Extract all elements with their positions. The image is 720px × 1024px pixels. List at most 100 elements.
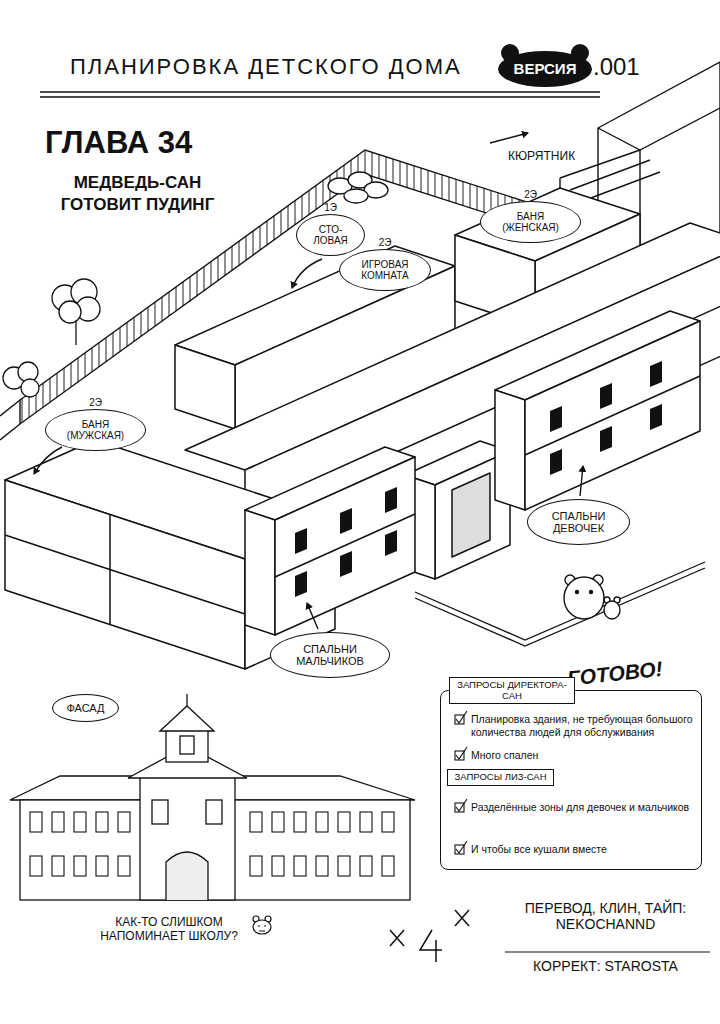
windows-part [385, 487, 397, 513]
bear-doodle [253, 916, 271, 934]
checklist-item: Много спален [471, 749, 693, 762]
bear-doodle-part [253, 920, 271, 934]
title-rule-part [40, 91, 600, 92]
windows-part [340, 508, 352, 534]
section-heading: ЗАПРОСЫ ДИРЕКТОРА-САН [456, 680, 568, 701]
chicken-coop-arrow-part [490, 133, 528, 143]
facade-windows-part [272, 812, 284, 832]
callout-leaders-part [292, 259, 322, 288]
orphanage-building [5, 188, 720, 669]
callout-text: СПАЛЬНИ ДЕВОЧЕК [547, 510, 611, 534]
orphanage-building-part [245, 510, 275, 635]
callout-bubble: СПАЛЬНИ МАЛЬЧИКОВ [270, 632, 390, 678]
section-heading-box: ЗАПРОСЫ ДИРЕКТОРА-САН [449, 677, 575, 704]
floor-number: 2Э [89, 398, 102, 408]
yard-fence-part [0, 400, 20, 440]
front-fence [415, 562, 705, 646]
facade-windows-part [250, 856, 262, 876]
facade-drawing-part [166, 730, 208, 762]
facade-windows-part [52, 856, 64, 876]
requests-panel: Планировка здания, не требующая большого… [440, 690, 702, 870]
facade-windows-part [74, 856, 86, 876]
callout-leaders-part [580, 466, 583, 496]
bears [564, 575, 620, 619]
callout-bubble: ФАСАД [52, 694, 119, 722]
callout-leaders-part [307, 603, 318, 629]
chicken-coop-arrow [490, 133, 528, 143]
floor-number: 1Э [324, 203, 337, 213]
x-marks-part [420, 930, 442, 962]
facade-windows-part [294, 812, 306, 832]
facade-windows-part [338, 812, 350, 832]
facade-windows-part [382, 856, 394, 876]
version-blob-part [498, 51, 592, 87]
facade-drawing-part [186, 694, 187, 706]
chapter-title: МЕДВЕДЬ-САН ГОТОВИТ ПУДИНГ [40, 172, 235, 216]
floor-number: 2Э [524, 190, 537, 200]
credit-rule-part [505, 951, 710, 952]
facade-windows-part [52, 812, 64, 832]
callout-bubble: ИГРОВАЯ КОМНАТА2Э [339, 249, 431, 291]
facade-drawing-part [160, 706, 214, 731]
facade-windows-part [30, 856, 42, 876]
front-fence-part [415, 562, 705, 640]
windows-part [385, 530, 397, 556]
callout-text: БАНЯ (ЖЕНСКАЯ) [500, 211, 562, 233]
background-building-part [598, 108, 720, 150]
orphanage-building-part [452, 473, 490, 557]
facade-drawing-part [206, 800, 222, 824]
bear-doodle-part [258, 926, 266, 931]
facade-windows-part [30, 812, 42, 832]
checklist-item: Разделённые зоны для девочек и мальчиков [471, 801, 693, 814]
facade-windows-part [338, 856, 350, 876]
orphanage-building-part [525, 376, 700, 455]
windows-part [650, 404, 662, 430]
section-heading: ЗАПРОСЫ ЛИЗ-САН [454, 772, 546, 782]
windows-part [295, 528, 307, 554]
front-fence-part [415, 568, 705, 646]
callout-text: ФАСАД [66, 702, 104, 714]
facade-windows-part [360, 856, 372, 876]
windows-part [600, 383, 612, 409]
callout-leaders-part [34, 447, 62, 474]
bears-part [604, 601, 620, 619]
facade-drawing-part [166, 852, 208, 900]
windows-part [295, 571, 307, 597]
chapter-number: ГЛАВА 34 [45, 125, 192, 161]
callout-bubble: БАНЯ (МУЖСКАЯ)2Э [45, 409, 146, 451]
orphanage-building-part [5, 480, 245, 669]
callout-text: БАНЯ (МУЖСКАЯ) [65, 419, 127, 441]
x-marks-part [455, 910, 469, 926]
facade-windows-part [316, 856, 328, 876]
windows-part [550, 449, 562, 475]
orphanage-building-part [525, 321, 700, 510]
x-marks [390, 910, 469, 962]
version-tag: ВЕРСИЯ [499, 60, 591, 77]
windows-part [340, 551, 352, 577]
bears-part [590, 591, 593, 594]
windows [295, 361, 662, 597]
page-title: ПЛАНИРОВКА ДЕТСКОГО ДОМА [70, 54, 462, 79]
facade-drawing-part [140, 772, 235, 900]
done-stamp: ГОТОВО! [566, 657, 664, 691]
callout-leaders [34, 259, 583, 629]
orphanage-building-part [5, 515, 245, 625]
callout-bubble: СПАЛЬНИ ДЕВОЧЕК [527, 499, 630, 545]
section-heading-box: ЗАПРОСЫ ЛИЗ-САН [447, 769, 554, 786]
credit-rule [505, 951, 710, 952]
facade-windows-part [250, 812, 262, 832]
credits: ПЕРЕВОД, КЛИН, ТАЙП: NEKOCHANND [498, 900, 713, 932]
callout-text: ИГРОВАЯ КОМНАТА [357, 259, 413, 281]
callout-bubble: БАНЯ (ЖЕНСКАЯ)2Э [480, 201, 581, 243]
facade-windows [30, 812, 394, 876]
bears-part [576, 591, 579, 594]
facade-drawing-part [180, 736, 194, 754]
facade-windows-part [118, 812, 130, 832]
version-blob [498, 44, 592, 87]
bears-part [564, 577, 604, 619]
callout-text: СТО- ЛОВАЯ [311, 224, 351, 246]
trees-part [21, 379, 39, 397]
facade-windows-part [96, 812, 108, 832]
version-number: .001 [593, 53, 640, 81]
